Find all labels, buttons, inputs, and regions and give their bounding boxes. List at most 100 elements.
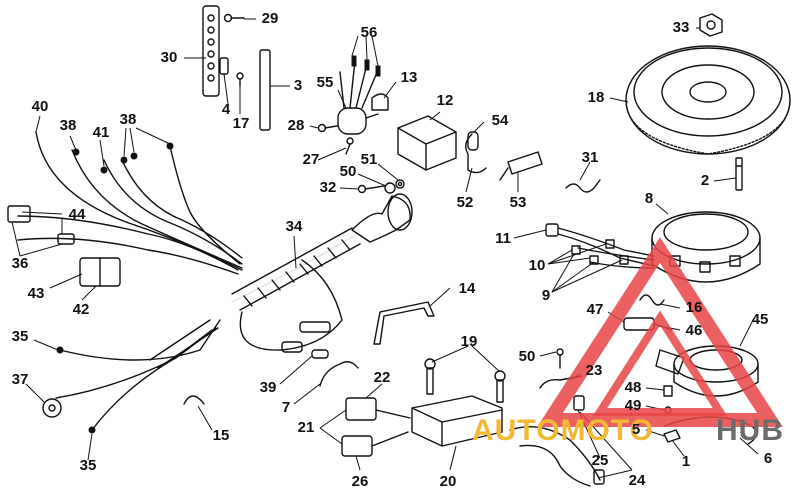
callout-14: 14 <box>459 280 476 297</box>
callout-39: 39 <box>260 379 277 396</box>
callout-5: 5 <box>632 421 640 438</box>
watermark-text-hub: HUB <box>716 414 784 447</box>
callout-36: 36 <box>12 255 29 272</box>
callout-9: 9 <box>542 287 550 304</box>
callout-32: 32 <box>320 179 337 196</box>
clip-15 <box>183 395 205 405</box>
callout-29: 29 <box>262 10 279 27</box>
lower-harness <box>42 319 221 434</box>
callout-37: 37 <box>12 371 29 388</box>
callout-21: 21 <box>298 419 315 436</box>
callout-35b: 35 <box>80 457 97 474</box>
callout-2: 2 <box>701 172 709 189</box>
callout-6: 6 <box>764 450 772 467</box>
bolts-19 <box>424 358 506 403</box>
callout-22: 22 <box>374 369 391 386</box>
callout-41: 41 <box>93 124 110 141</box>
watermark-triangle-icon <box>537 237 783 427</box>
callout-18: 18 <box>588 89 605 106</box>
watermark-text-automoto: AUTOMOTO <box>472 414 654 447</box>
callout-1: 1 <box>682 453 690 470</box>
callout-38b: 38 <box>120 111 137 128</box>
callout-48: 48 <box>625 379 642 396</box>
lower-lead-34 <box>239 259 343 353</box>
harness-sheath-34 <box>231 193 413 311</box>
callout-16: 16 <box>686 299 703 316</box>
bracket-14 <box>373 301 435 345</box>
callout-55: 55 <box>317 74 334 91</box>
callout-10: 10 <box>529 257 546 274</box>
spring-16 <box>639 294 665 306</box>
washer-nut-50-51 <box>384 179 405 194</box>
callout-13: 13 <box>401 69 418 86</box>
callout-27: 27 <box>303 151 320 168</box>
callout-52: 52 <box>457 194 474 211</box>
callout-4: 4 <box>222 101 231 118</box>
callout-25: 25 <box>592 452 609 469</box>
callout-20: 20 <box>440 473 457 490</box>
callout-26: 26 <box>352 473 369 490</box>
callout-33: 33 <box>673 19 690 36</box>
insulator-strip-3 <box>259 49 271 131</box>
callout-42: 42 <box>73 301 90 318</box>
spark-plug-boot-53 <box>499 151 543 181</box>
callout-30: 30 <box>161 49 178 66</box>
screw-17 <box>236 72 244 87</box>
screw-29 <box>223 13 245 23</box>
terminal-block <box>202 5 220 97</box>
callout-19: 19 <box>461 333 478 350</box>
callout-3: 3 <box>294 77 302 94</box>
stator-8 <box>651 211 761 283</box>
callout-47: 47 <box>587 301 604 318</box>
clamp-13 <box>371 93 389 111</box>
callout-40: 40 <box>32 98 49 115</box>
screw-28 <box>317 123 338 133</box>
clip-7-39 <box>311 349 359 387</box>
callout-23: 23 <box>586 362 603 379</box>
callout-35a: 35 <box>12 328 29 345</box>
callout-8: 8 <box>645 190 653 207</box>
callout-38a: 38 <box>60 117 77 134</box>
bolt-2 <box>735 157 743 191</box>
coil-12 <box>397 115 457 171</box>
callout-50b: 50 <box>519 348 536 365</box>
clip-31 <box>565 179 601 193</box>
clip-4 <box>219 57 229 75</box>
callout-12: 12 <box>437 92 454 109</box>
callout-11: 11 <box>495 230 511 247</box>
callout-34: 34 <box>286 218 303 235</box>
callout-44: 44 <box>69 206 86 223</box>
watermark: AUTOMOTO HUB <box>472 237 784 447</box>
flywheel-nut-33 <box>699 13 723 37</box>
callout-50a: 50 <box>340 163 357 180</box>
clip-1-5 <box>663 429 681 443</box>
callout-31: 31 <box>582 149 599 166</box>
callout-46: 46 <box>686 322 703 339</box>
watermark-triangle-inner-icon <box>592 310 728 416</box>
callout-51: 51 <box>361 151 378 168</box>
callout-28: 28 <box>288 117 305 134</box>
callout-labels: 29 56 33 30 3 55 13 18 40 12 4 17 38 41 … <box>12 10 773 490</box>
callout-24: 24 <box>629 472 646 489</box>
callout-54: 54 <box>492 112 509 129</box>
clip-50-23 <box>539 348 583 389</box>
callout-7: 7 <box>282 399 290 416</box>
screw-32 <box>357 184 385 194</box>
screw-27 <box>345 137 354 155</box>
callout-49: 49 <box>625 397 642 414</box>
ignition-coil-55 <box>337 107 379 135</box>
connectors-21-22-26 <box>341 397 411 457</box>
callout-56: 56 <box>361 24 378 41</box>
spark-plug-boot-54 <box>465 131 487 174</box>
callout-17: 17 <box>233 115 250 132</box>
callout-43: 43 <box>28 285 45 302</box>
callout-45: 45 <box>752 311 769 328</box>
leads-56 <box>339 55 381 109</box>
callout-15: 15 <box>213 427 230 444</box>
callout-53: 53 <box>510 194 527 211</box>
power-pack-20 <box>411 395 503 447</box>
flywheel-18 <box>625 45 791 155</box>
wiring-harness <box>7 131 243 287</box>
